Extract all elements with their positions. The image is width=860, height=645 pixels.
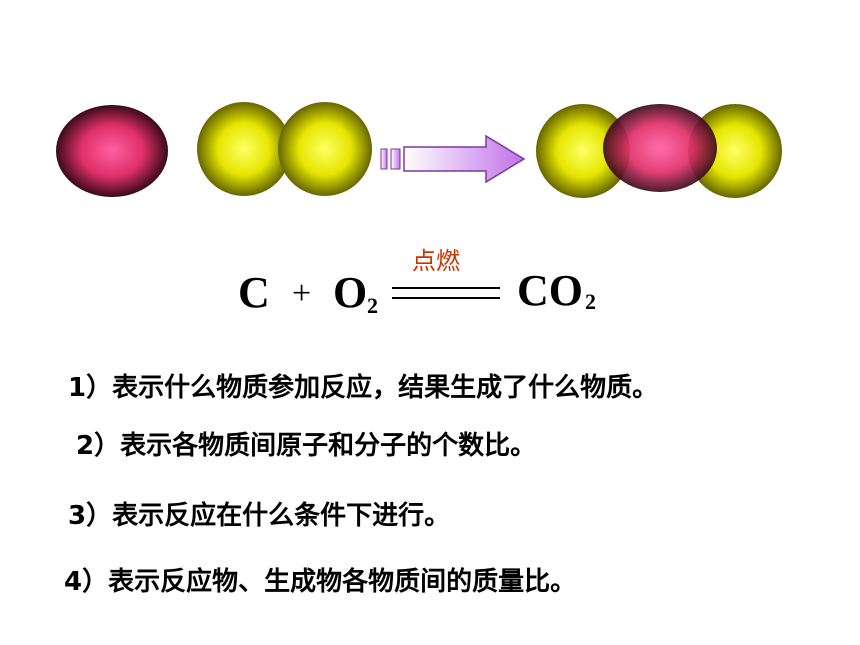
reactant-oxygen: O bbox=[333, 268, 368, 317]
reaction-condition: 点燃 bbox=[412, 247, 460, 275]
carbon-atom-icon bbox=[603, 104, 717, 192]
oxygen-atom-icon bbox=[197, 102, 291, 196]
plus-sign: + bbox=[292, 275, 312, 312]
meaning-item-4: 4）表示反应物、生成物各物质间的质量比。 bbox=[64, 567, 577, 597]
meaning-item-1: 1）表示什么物质参加反应，结果生成了什么物质。 bbox=[68, 373, 659, 403]
oxygen-atom-icon bbox=[278, 102, 372, 196]
meaning-item-2: 2）表示各物质间原子和分子的个数比。 bbox=[76, 431, 537, 461]
product-subscript: 2 bbox=[585, 289, 596, 314]
oxygen-atom-icon bbox=[536, 104, 630, 198]
reaction-arrow-icon bbox=[380, 134, 526, 184]
molecule-diagram bbox=[56, 102, 782, 198]
meaning-item-3: 3）表示反应在什么条件下进行。 bbox=[68, 501, 451, 531]
carbon-atom-icon bbox=[56, 105, 168, 197]
oxygen-atom-icon bbox=[688, 104, 782, 198]
equals-line-bottom bbox=[392, 297, 500, 299]
reactant-carbon: C bbox=[238, 268, 270, 317]
equals-line-top bbox=[392, 287, 500, 289]
product-co: CO bbox=[517, 266, 583, 315]
reactant-oxygen-subscript: 2 bbox=[367, 293, 378, 318]
